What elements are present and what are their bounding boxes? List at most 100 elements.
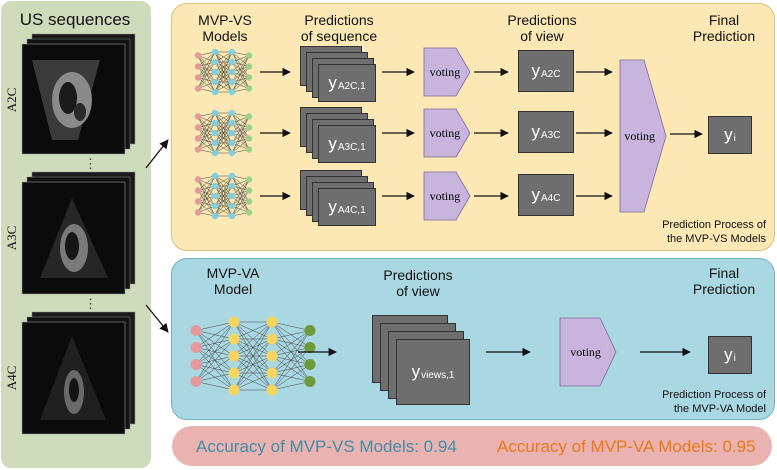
va-view-header: Predictions of view	[383, 267, 453, 299]
vs-nnet-3-node	[194, 187, 202, 194]
vs-voting-1	[423, 47, 471, 97]
vs-nnet-3-edge	[214, 185, 233, 217]
vs-nnet-2-edge	[197, 116, 216, 154]
va-nnet-node	[228, 367, 240, 379]
va-nnet-node	[266, 316, 278, 328]
vs-voting-1-label: voting	[430, 65, 461, 79]
va-nnet-edge	[195, 321, 235, 382]
vs-nnet-3-node	[194, 176, 202, 183]
vs-nnet-3-edge	[214, 175, 233, 187]
vs-models-header: MVP-VS Models	[198, 12, 252, 44]
vs-nnet-3-edge	[197, 190, 216, 217]
vs-nnet-1-edge	[197, 66, 216, 93]
va-nnet-edge	[271, 330, 311, 374]
vs-nnet-1-node	[228, 48, 236, 56]
vs-seq-main-1: y	[328, 73, 337, 92]
va-views-sub: views,1	[421, 369, 455, 381]
vs-final-header: Final Prediction	[692, 12, 756, 44]
vs-nnet-1-edge	[197, 61, 216, 89]
vs-nnet-1-node	[228, 68, 236, 76]
vs-seq-main-3: y	[328, 197, 337, 216]
vs-nnet-2-node	[245, 146, 253, 153]
vs-nnet-2-edge	[197, 138, 216, 154]
va-nnet-edge	[195, 321, 235, 348]
vs-nnet-2-node	[245, 124, 253, 131]
vs-nnet-1-edge	[231, 55, 250, 73]
vs-final-main: y	[724, 125, 733, 144]
vs-nnet-3-node	[211, 192, 219, 200]
vs-nnet-2-edge	[231, 138, 250, 154]
va-nnet-edge	[233, 321, 273, 391]
vs-nnet-3-edge	[214, 205, 233, 217]
vs-process-note: Prediction Process of the MVP-VS Models	[662, 219, 766, 245]
vs-nnet-1-edge	[231, 77, 250, 93]
vs-nnet-2-node	[245, 113, 253, 120]
va-nnet-node	[190, 342, 202, 353]
a2c-image-stack	[21, 33, 136, 155]
va-nnet-edge	[271, 330, 311, 357]
vs-nnet-3-node	[211, 182, 219, 190]
vs-view-sub-3: A4C	[541, 192, 561, 204]
a3c-image-stack	[21, 171, 136, 295]
vs-nnet-3-edge	[197, 179, 216, 207]
vs-nnet-2-node	[211, 109, 219, 117]
vs-nnet-1-edge	[231, 71, 250, 89]
vs-nnet-1-edge	[214, 61, 233, 93]
vs-nnet-1-edge	[231, 61, 250, 89]
vs-nnet-3-edge	[231, 175, 250, 191]
vs-nnet-1-edge	[214, 51, 233, 63]
vs-nnet-2-node	[211, 119, 219, 127]
vs-view-sub-1: A2C	[541, 68, 561, 80]
arrow-to-vs	[145, 139, 169, 169]
va-nnet-node	[304, 376, 316, 387]
va-nnet-edge	[233, 372, 273, 391]
vs-voting-final-label: voting	[624, 129, 655, 143]
vs-final-sub: i	[733, 132, 736, 144]
vs-nnet-3-edge	[197, 175, 216, 191]
vs-nnet-2-node	[194, 146, 202, 153]
va-nnet-node	[266, 350, 278, 362]
us-sequences-title: US sequences	[19, 10, 131, 29]
vs-nnet-2-edge	[197, 116, 216, 144]
vs-seq-header: Predictions of sequence	[300, 12, 378, 44]
vs-nnet-1-node	[245, 85, 253, 92]
vs-nnet-2-node	[211, 149, 219, 157]
va-process-note: Prediction Process of the MVP-VA Model	[662, 389, 766, 415]
va-nnet-edge	[195, 338, 235, 382]
vs-nnet-1-node	[211, 58, 219, 66]
va-views-main: y	[411, 362, 421, 381]
vs-nnet-1-edge	[214, 51, 233, 73]
vs-nnet-2-edge	[214, 112, 233, 144]
vs-nnet-1-edge	[231, 55, 250, 93]
vs-view-main-3: y	[531, 185, 541, 204]
vs-view-main-1: y	[531, 61, 541, 80]
vs-nnet-2-edge	[231, 116, 250, 154]
vs-nnet-2-node	[228, 139, 236, 147]
vs-nnet-3-edge	[231, 201, 250, 217]
va-voting-label: voting	[570, 345, 601, 359]
va-nnet-node	[304, 342, 316, 353]
vs-nnet-3-edge	[197, 175, 216, 213]
vs-nnet-2-edge	[231, 122, 250, 139]
vs-nnet-3-node	[228, 202, 236, 210]
vs-nnet-2-node	[194, 113, 202, 120]
vs-nnet-1-node	[211, 88, 219, 96]
vs-nnet-3-edge	[197, 179, 216, 217]
va-nnet-node	[304, 325, 316, 336]
vs-nnet-1-edge	[231, 61, 250, 78]
vs-nnet-3-node	[228, 192, 236, 200]
vs-view-header: Predictions of view	[507, 12, 577, 44]
va-nnet-node	[228, 316, 240, 328]
vs-nnet-3-edge	[231, 175, 250, 213]
vs-nnet-1-edge	[197, 55, 216, 93]
vs-nnet-1-edge	[214, 51, 233, 83]
vs-nnet-1-node	[194, 52, 202, 59]
vs-nnet-3-edge	[197, 201, 216, 217]
va-nnet-edge	[195, 321, 235, 365]
